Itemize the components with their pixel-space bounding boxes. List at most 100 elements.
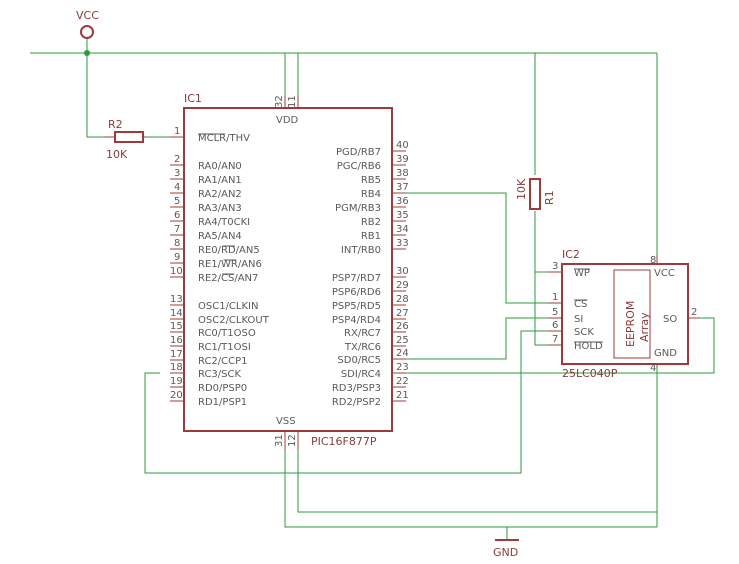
ic1-pin-18-num: 18 (170, 362, 183, 373)
ic2-array-box (613, 269, 651, 359)
ic2-pin-8-num: 8 (650, 255, 656, 266)
ic1-pin-2-num: 2 (174, 154, 180, 165)
ic1-pin-25-num: 25 (396, 335, 409, 346)
ic1-pin-12-num: 12 (287, 434, 298, 447)
gnd-symbol: GND (493, 539, 519, 559)
ic1-pin-16-num: 16 (170, 335, 183, 346)
ic1-pin-24-label: SD0/RC5 (337, 355, 381, 366)
ic1-pin-9-num: 9 (174, 252, 180, 263)
so-wire (406, 317, 715, 374)
gnd-wire-31 (284, 450, 657, 528)
ic1-pin-19-num: 19 (170, 376, 183, 387)
resistor-r1: R1 10K (515, 178, 556, 210)
ic1-pin-5-label: RA3/AN3 (198, 203, 242, 214)
ic1-pin-20-label: RD1/PSP1 (198, 397, 247, 408)
ic1-pin-21-label: RD2/PSP2 (332, 397, 381, 408)
ic1-pin-8-num: 8 (174, 238, 180, 249)
ic1-pin-3-label: RA1/AN1 (198, 175, 242, 186)
ic1-pin-39-label: PGC/RB6 (337, 161, 381, 172)
ic1-left-pins: 1MCLR/THV2RA0/AN03RA1/AN14RA2/AN25RA3/AN… (170, 126, 270, 408)
ic1-pin-36-num: 36 (396, 196, 409, 207)
ic1-pin-37-label: RB4 (361, 189, 381, 200)
ic2-pin-7-label: HOLD (574, 341, 603, 352)
ic2-pin-so-label: SO (663, 314, 677, 325)
ic1-pin-24-num: 24 (396, 348, 409, 359)
ic1-pin-1-num: 1 (174, 126, 180, 137)
r1-value: 10K (515, 178, 528, 200)
ic1-pin-6-num: 6 (174, 210, 180, 221)
ic1-pin-40-num: 40 (396, 140, 409, 151)
ic1-pin-26-label: RX/RC7 (344, 328, 381, 339)
ic1-pin-37-num: 37 (396, 182, 409, 193)
ic1-pin-27-label: PSP4/RD4 (332, 315, 381, 326)
ic2-pin-6-num: 6 (552, 320, 558, 331)
ic1-pin-5-num: 5 (174, 196, 180, 207)
ic1-part: PIC16F877P (311, 435, 377, 448)
ic1-pin-3-num: 3 (174, 168, 180, 179)
ic1-pin-23-num: 23 (396, 362, 409, 373)
ic1-pin-34-num: 34 (396, 224, 409, 235)
ic2-pin-7-num: 7 (552, 334, 558, 345)
ic1-pin-23-label: SDI/RC4 (341, 369, 381, 380)
vcc-label: VCC (76, 9, 99, 22)
ic1-pin-30-num: 30 (396, 266, 409, 277)
ic1-body (183, 107, 393, 432)
ic2-pin-3-label: WP (574, 268, 590, 279)
ic1-vss-label: VSS (276, 416, 296, 427)
ic2-pin-1-label: CS (574, 299, 587, 310)
ic2-part: 25LC040P (562, 367, 618, 380)
ic1-right-pins: 40PGD/RB739PGC/RB638RB537RB436PGM/RB335R… (332, 140, 409, 408)
ic1-pin-21-num: 21 (396, 390, 409, 401)
ic2-pin-5-num: 5 (552, 307, 558, 318)
ic1-pin-15-label: RC0/T1OSO (198, 328, 256, 339)
ic1-pin-28-label: PSP5/RD5 (332, 301, 381, 312)
ic1-pin-36-label: PGM/RB3 (335, 203, 381, 214)
r2-value: 10K (106, 148, 128, 161)
ic1-pin-8-label: RE0/RD/AN5 (198, 245, 260, 256)
ic1-pin-28-num: 28 (396, 294, 409, 305)
ic1-pin-9-label: RE1/WR/AN6 (198, 259, 262, 270)
ic1-pin-4-label: RA2/AN2 (198, 189, 242, 200)
cs-wire (406, 192, 548, 304)
ic1-pin-29-num: 29 (396, 280, 409, 291)
ic1-pin-7-num: 7 (174, 224, 180, 235)
ic1-pin-31-num: 31 (274, 434, 285, 447)
ic1-pin-6-label: RA4/T0CKI (198, 217, 250, 228)
ic1-pin-13-label: OSC1/CLKIN (198, 301, 258, 312)
ic1-pin-38-label: RB5 (361, 175, 381, 186)
ic2-body (561, 263, 689, 365)
ic1-pin-34-label: RB1 (361, 231, 381, 242)
ic1-pin-29-label: PSP6/RD6 (332, 287, 381, 298)
sck-wire (144, 330, 548, 474)
junction-dot (84, 50, 90, 56)
resistor-r2: R2 10K (104, 118, 146, 161)
ic2-chip: IC2 25LC040P VCC GND EEPROM Array 8 4 2 … (548, 248, 700, 380)
ic1-pin-14-num: 14 (170, 308, 183, 319)
ic2-name: IC2 (562, 248, 580, 261)
ic1-pin-30-label: PSP7/RD7 (332, 273, 381, 284)
ic2-gnd-label: GND (654, 348, 677, 359)
wires (30, 38, 715, 540)
ic2-vcc-label: VCC (654, 268, 675, 279)
ic1-pin-17-num: 17 (170, 349, 183, 360)
ic1-pin-35-num: 35 (396, 210, 409, 221)
ic1-pin-13-num: 13 (170, 294, 183, 305)
ic1-pin-22-num: 22 (396, 376, 409, 387)
ic1-name: IC1 (184, 92, 202, 105)
ic1-pin-25-label: TX/RC6 (344, 342, 381, 353)
vcc-symbol: VCC (76, 9, 99, 39)
si-wire (406, 317, 548, 360)
ic2-array-label-2: Array (638, 312, 651, 342)
ic2-pin-1-num: 1 (552, 292, 558, 303)
ic1-pin-40-label: PGD/RB7 (336, 147, 381, 158)
ic1-pin-1-label: MCLR/THV (198, 133, 250, 144)
ic1-pin-22-label: RD3/PSP3 (332, 383, 381, 394)
ic2-array-label-1: EEPROM (624, 301, 637, 347)
ic1-pin-27-num: 27 (396, 308, 409, 319)
ic1-pin-14-label: OSC2/CLKOUT (198, 315, 270, 326)
ic2-pin-5-label: SI (574, 314, 583, 325)
r2-name: R2 (108, 118, 123, 131)
ic1-pin-18-label: RC3/SCK (198, 369, 241, 380)
